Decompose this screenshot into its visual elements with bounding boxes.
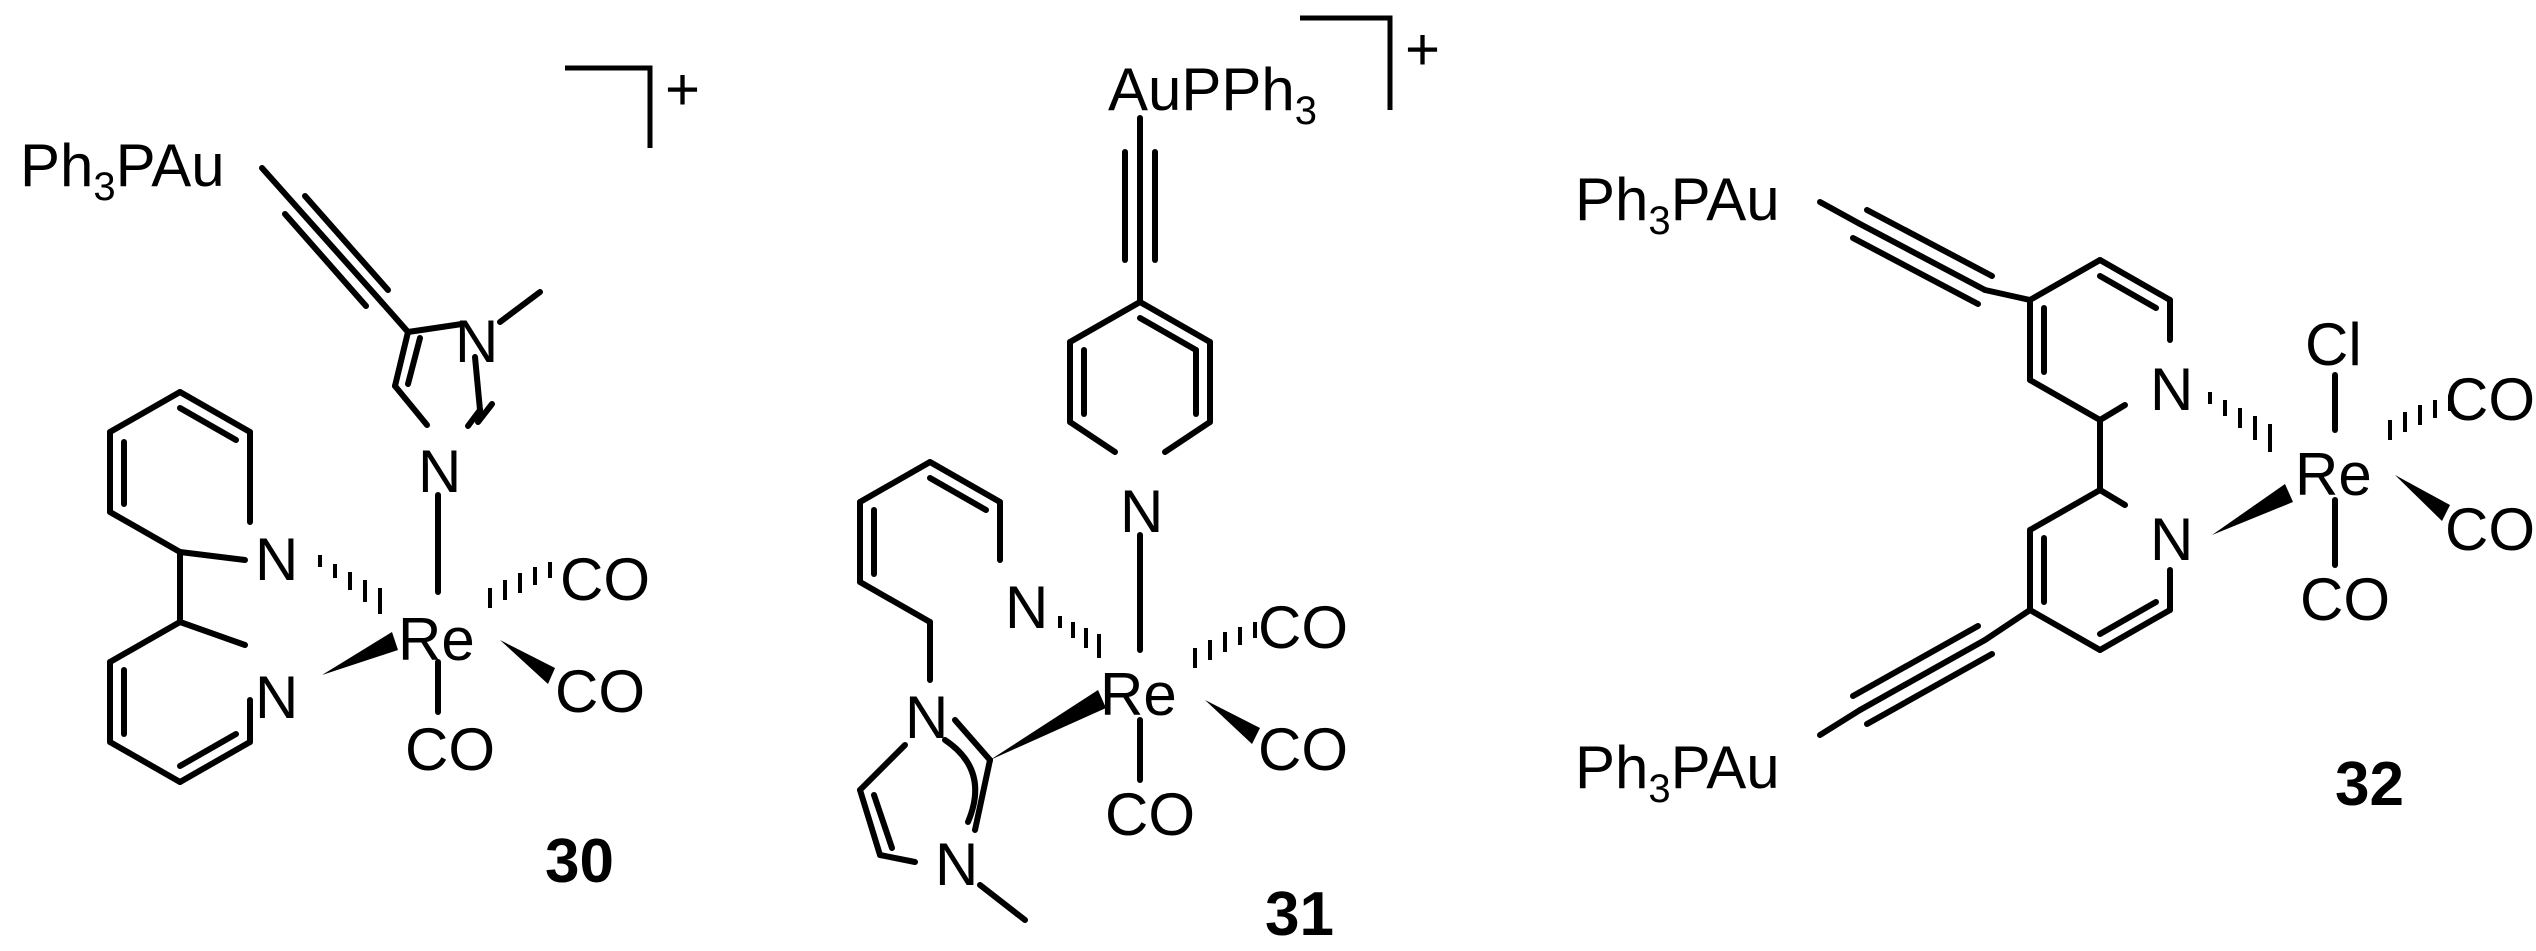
compound-30-bonds — [107, 165, 543, 785]
compound-32-co-2: CO — [2445, 496, 2535, 563]
compound-30-metal: Re — [398, 606, 475, 673]
compound-31-gold-label: AuPPh3 — [1108, 56, 1317, 133]
compound-31-n-imidazole-top: N — [905, 684, 948, 751]
compound-30-co-1: CO — [560, 546, 650, 613]
compound-30-n-methyl: N — [455, 308, 498, 375]
compound-30-wedge-n-re — [322, 632, 398, 675]
compound-30-n-bpy-top: N — [255, 526, 298, 593]
compound-31-metal: Re — [1100, 661, 1177, 728]
compound-30-hashed-bond-re-co — [488, 562, 552, 608]
compound-31: AuPPh3 + N N N N Re CO CO CO 31 — [857, 15, 1440, 949]
compound-32-wedge-re-co — [2395, 475, 2450, 521]
compound-30-bracket — [565, 65, 653, 148]
compound-32-bonds — [1817, 199, 2338, 738]
compound-32-co-3: CO — [2300, 566, 2390, 633]
compound-32-co-1: CO — [2445, 366, 2535, 433]
compound-32: Ph3PAu Ph3PAu N N Cl Re CO CO CO 32 — [1575, 166, 2535, 819]
compound-32-gold-bottom-label: Ph3PAu — [1575, 734, 1780, 811]
compound-31-co-3: CO — [1105, 781, 1195, 848]
compound-31-bonds — [857, 115, 1213, 923]
compound-31-hashed-bond-n-re — [1058, 616, 1101, 658]
compound-31-co-1: CO — [1258, 594, 1348, 661]
compound-31-number: 31 — [1265, 880, 1334, 949]
compound-30-co-3: CO — [405, 716, 495, 783]
compound-30-wedge-re-co — [500, 640, 555, 684]
compound-32-n-bottom: N — [2150, 506, 2193, 573]
compound-32-gold-top-label: Ph3PAu — [1575, 166, 1780, 243]
compound-32-wedge-n-re — [2212, 484, 2293, 535]
compound-30-gold-label: Ph3PAu — [20, 132, 225, 209]
compound-31-co-2: CO — [1258, 716, 1348, 783]
compound-31-bracket — [1300, 15, 1393, 110]
compound-30-n-imidazole: N — [418, 438, 461, 505]
compound-31-wedge-c-re — [990, 690, 1106, 760]
compound-32-number: 32 — [2335, 750, 2404, 819]
compound-30-n-bpy-bottom: N — [255, 664, 298, 731]
compound-30-hashed-bond-n-re — [318, 555, 382, 614]
compound-32-halide: Cl — [2305, 311, 2362, 378]
compound-31-charge: + — [1405, 16, 1440, 83]
compound-31-n-pyridine: N — [1120, 478, 1163, 545]
compound-32-hashed-bond-re-co — [2388, 395, 2452, 440]
compound-30-charge: + — [665, 56, 700, 123]
compound-30-number: 30 — [545, 827, 614, 896]
compound-32-hashed-bond-n-re — [2208, 392, 2272, 452]
compound-32-n-top: N — [2150, 356, 2193, 423]
compound-30: Ph3PAu + N N N N Re CO CO CO 30 — [20, 56, 700, 896]
compound-31-n-imidazole-bottom: N — [935, 831, 978, 898]
compound-31-n-pyridyl: N — [1005, 574, 1048, 641]
compound-31-hashed-bond-re-co — [1193, 622, 1257, 668]
compound-30-co-2: CO — [555, 658, 645, 725]
compound-31-wedge-re-co — [1205, 700, 1260, 744]
compound-32-metal: Re — [2295, 441, 2372, 508]
